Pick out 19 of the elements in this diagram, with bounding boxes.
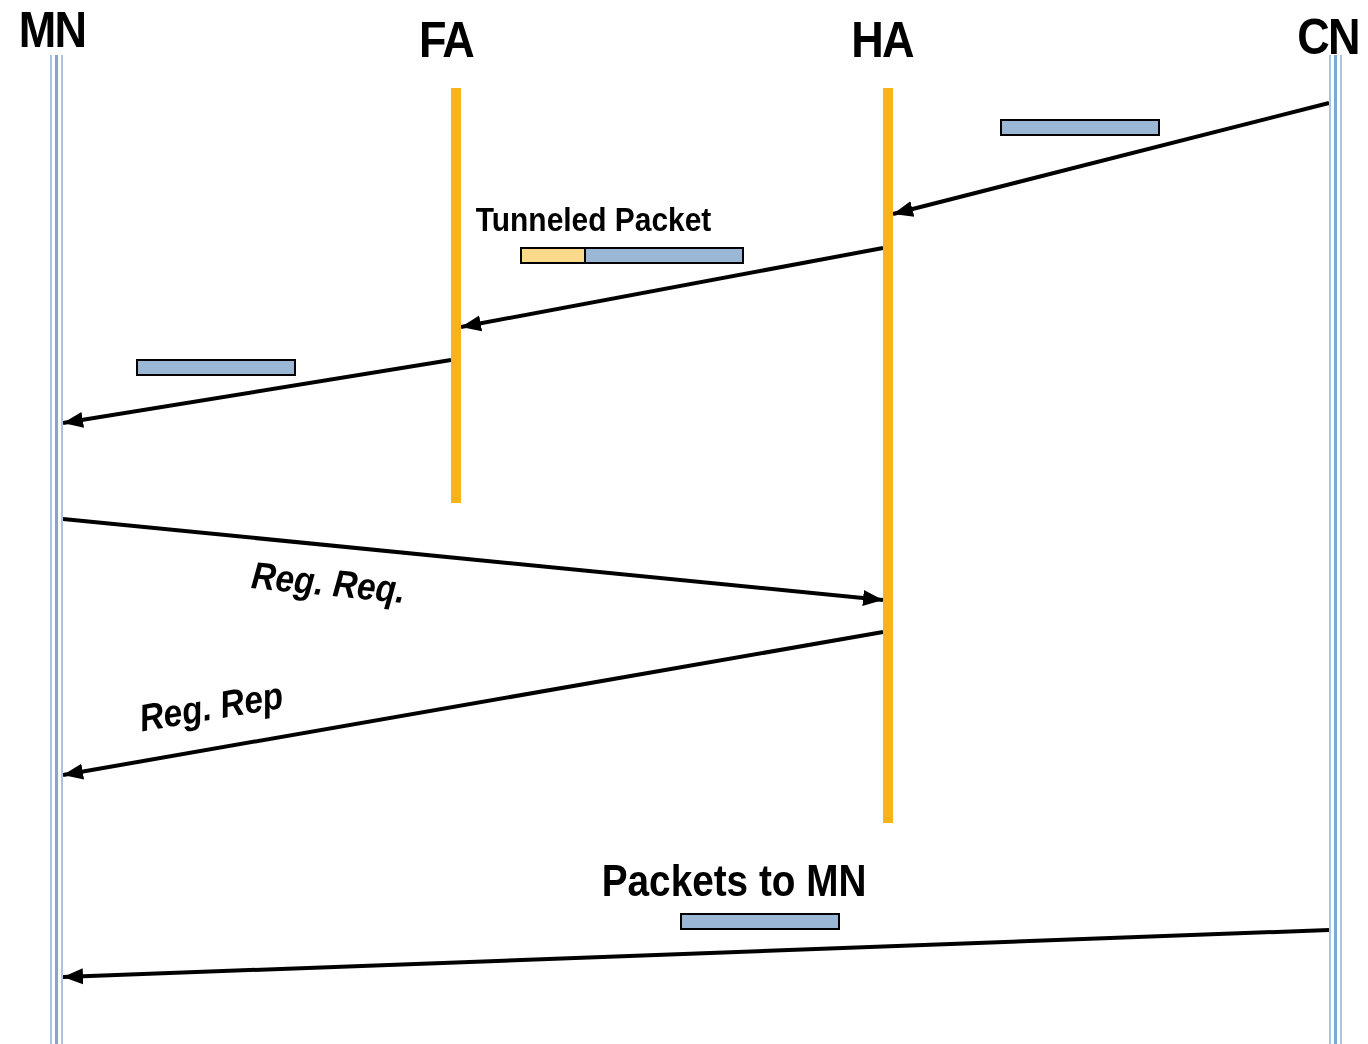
message-arrow [62,358,452,428]
lifeline-title: MN [18,5,86,55]
message-arrow [62,630,884,780]
message-arrow [62,928,1330,985]
lifeline [50,55,63,1044]
lifeline [451,88,461,503]
packet-bar [520,247,586,264]
message-arrow [892,101,1330,217]
message-arrow [62,517,884,606]
packet-bar [136,359,296,376]
packet-bar [584,247,744,264]
lifeline [1329,55,1342,1044]
lifeline [883,88,893,823]
lifeline-title: CN [1297,12,1359,62]
packet-bar [1000,119,1160,136]
lifeline-title: HA [851,15,913,65]
message-arrow [460,246,884,332]
packet-bar [680,913,840,930]
lifeline-title: FA [419,15,473,65]
